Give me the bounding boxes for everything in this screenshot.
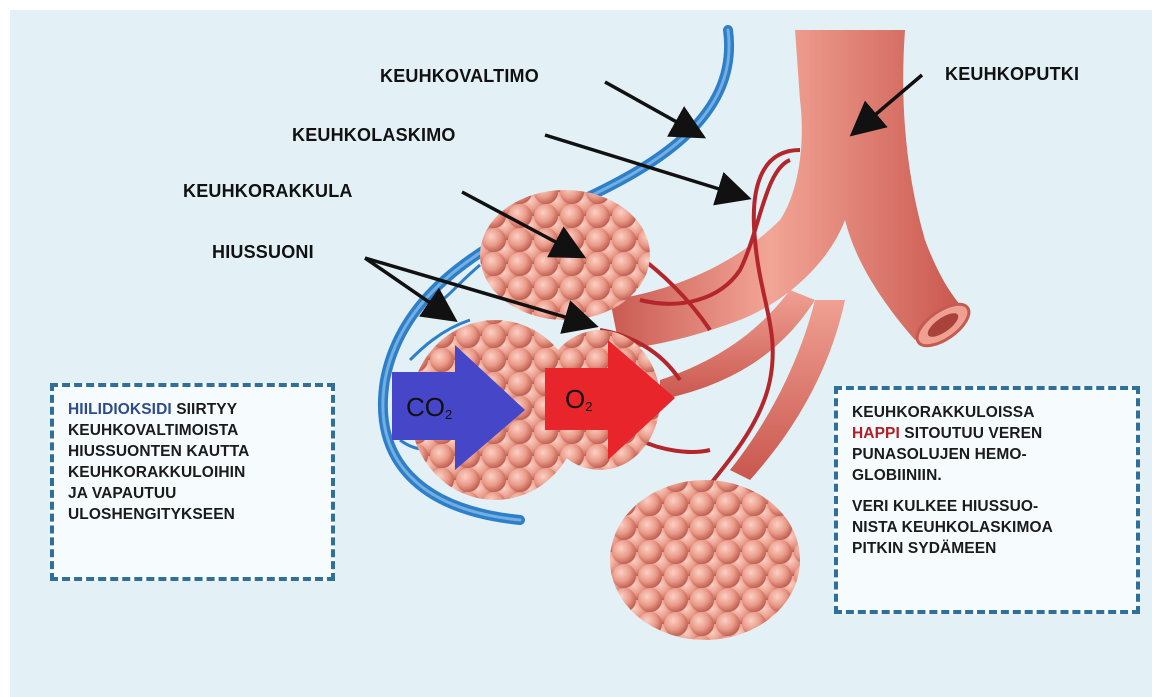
co2-label: CO2 <box>406 392 452 423</box>
o2-info-line-7: PITKIN SYDÄMEEN <box>852 538 1122 559</box>
co2-info-line-2: KEUHKOVALTIMOISTA <box>68 420 317 441</box>
highlight-hiilidioksidi: HIILIDIOKSIDI <box>68 401 172 418</box>
o2-info-box: KEUHKORAKKULOISSA HAPPI SITOUTUU VEREN P… <box>834 386 1140 614</box>
o2-label: O2 <box>565 384 592 415</box>
label-keuhkorakkula: KEUHKORAKKULA <box>183 181 353 202</box>
o2-info-line-5: VERI KULKEE HIUSSUO- <box>852 496 1122 517</box>
o2-info-line-6: NISTA KEUHKOLASKIMOA <box>852 517 1122 538</box>
o2-info-line-3: PUNASOLUJEN HEMO- <box>852 444 1122 465</box>
label-keuhkovaltimo: KEUHKOVALTIMO <box>380 66 539 87</box>
label-hiussuoni: HIUSSUONI <box>212 242 314 263</box>
co2-info-line-5: JA VAPAUTUU <box>68 483 317 504</box>
o2-info-line-4: GLOBIINIIN. <box>852 465 1122 486</box>
o2-info-line-1: KEUHKORAKKULOISSA <box>852 402 1122 423</box>
o2-info-line-2: HAPPI SITOUTUU VEREN <box>852 423 1122 444</box>
co2-info-box: HIILIDIOKSIDI SIIRTYY KEUHKOVALTIMOISTA … <box>50 383 335 581</box>
highlight-happi: HAPPI <box>852 425 900 442</box>
co2-info-line-4: KEUHKORAKKULOIHIN <box>68 462 317 483</box>
label-keuhkolaskimo: KEUHKOLASKIMO <box>292 125 456 146</box>
co2-info-line-1: HIILIDIOKSIDI SIIRTYY <box>68 399 317 420</box>
co2-info-line-3: HIUSSUONTEN KAUTTA <box>68 441 317 462</box>
label-keuhkoputki: KEUHKOPUTKI <box>945 64 1079 85</box>
co2-info-line-6: ULOSHENGITYKSEEN <box>68 504 317 525</box>
